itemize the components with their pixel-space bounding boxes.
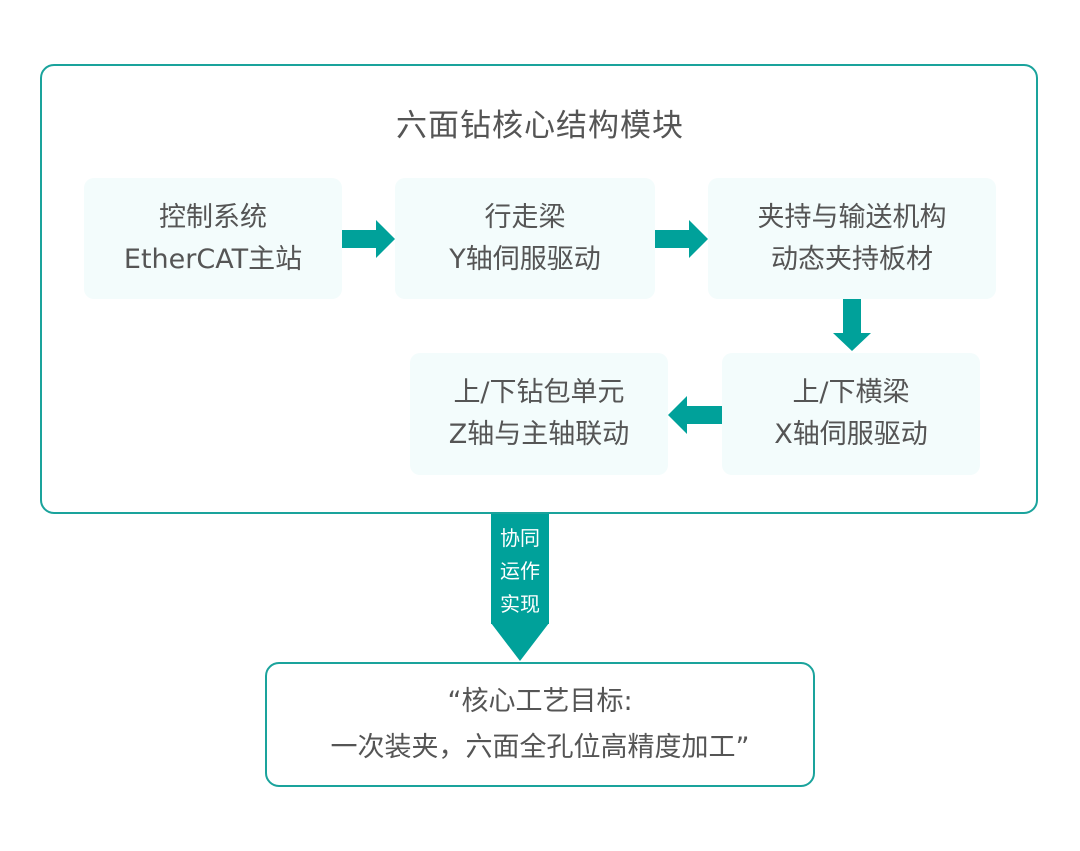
connector-text: 运作 [500, 559, 540, 583]
node-sublabel: Y轴伺服驱动 [449, 243, 601, 275]
process-goal-box: “核心工艺目标: 一次装夹，六面全孔位高精度加工” [265, 662, 815, 787]
connector-text: 实现 [500, 592, 540, 616]
node-walking-beam: 行走梁 Y轴伺服驱动 [395, 178, 655, 299]
goal-heading: “核心工艺目标: [447, 685, 633, 717]
node-label: 上/下横梁 [792, 377, 910, 408]
goal-statement: 一次装夹，六面全孔位高精度加工” [330, 731, 750, 763]
node-label: 夹持与输送机构 [757, 201, 947, 233]
node-sublabel: Z轴与主轴联动 [448, 419, 630, 450]
arrow-down-icon [833, 299, 871, 351]
module-title: 六面钻核心结构模块 [396, 108, 684, 144]
node-sublabel: EtherCAT主站 [123, 243, 303, 275]
node-label: 行走梁 [484, 201, 566, 233]
node-sublabel: 动态夹持板材 [771, 243, 933, 275]
arrow-right-icon [342, 220, 395, 258]
connector-text: 协同 [500, 526, 540, 550]
node-label: 上/下钻包单元 [453, 377, 625, 408]
arrow-left-icon [668, 396, 723, 434]
node-label: 控制系统 [159, 201, 267, 233]
connector-arrow-tip-icon [491, 623, 549, 661]
collaboration-connector: 协同 运作 实现 [491, 514, 549, 624]
node-clamping-mechanism: 夹持与输送机构 动态夹持板材 [708, 178, 996, 299]
node-drill-unit: 上/下钻包单元 Z轴与主轴联动 [410, 353, 668, 475]
node-control-system: 控制系统 EtherCAT主站 [84, 178, 342, 299]
arrow-right-icon [655, 220, 708, 258]
node-cross-beam: 上/下横梁 X轴伺服驱动 [722, 353, 980, 475]
node-sublabel: X轴伺服驱动 [774, 419, 928, 450]
